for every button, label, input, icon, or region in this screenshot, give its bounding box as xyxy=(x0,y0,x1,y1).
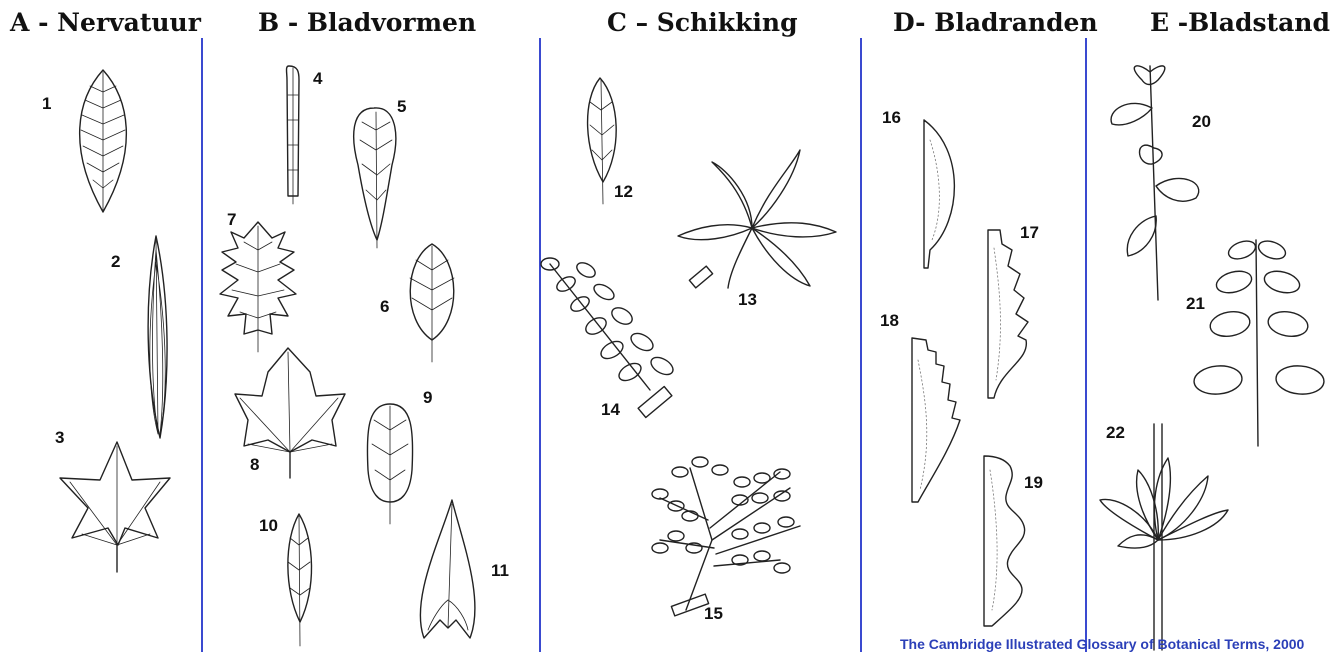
margin-17-dentate xyxy=(988,230,1028,398)
label-3: 3 xyxy=(55,428,64,448)
leaf-9-oblong xyxy=(367,404,412,524)
margin-18-serrate xyxy=(912,338,960,502)
margin-19-sinuate xyxy=(984,456,1025,626)
label-8: 8 xyxy=(250,455,259,475)
phyllotaxy-21-opposite xyxy=(1193,238,1325,446)
source-credit: The Cambridge Illustrated Glossary of Bo… xyxy=(900,636,1304,652)
label-10: 10 xyxy=(259,516,278,536)
leaf-11-sagittate xyxy=(420,500,475,638)
label-19: 19 xyxy=(1024,473,1043,493)
margin-16-entire xyxy=(924,120,954,268)
label-7: 7 xyxy=(227,210,236,230)
label-16: 16 xyxy=(882,108,901,128)
label-9: 9 xyxy=(423,388,432,408)
leaf-7-pinnatifid xyxy=(220,222,296,352)
label-22: 22 xyxy=(1106,423,1125,443)
leaf-2-parallel-venation xyxy=(148,236,167,438)
phyllotaxy-22-whorled xyxy=(1100,424,1228,650)
label-1: 1 xyxy=(42,94,51,114)
label-14: 14 xyxy=(601,400,620,420)
label-21: 21 xyxy=(1186,294,1205,314)
leaf-4-linear xyxy=(287,66,300,204)
label-4: 4 xyxy=(313,69,322,89)
label-12: 12 xyxy=(614,182,633,202)
leaf-15-bipinnately-compound xyxy=(652,457,800,616)
label-13: 13 xyxy=(738,290,757,310)
leaf-13-palmately-compound xyxy=(678,150,836,288)
label-6: 6 xyxy=(380,297,389,317)
label-17: 17 xyxy=(1020,223,1039,243)
label-15: 15 xyxy=(704,604,723,624)
leaf-14-pinnately-compound xyxy=(541,258,676,418)
leaf-10-lanceolate xyxy=(288,514,312,646)
phyllotaxy-20-alternate xyxy=(1111,66,1199,300)
leaf-1-pinnate-venation xyxy=(80,70,127,212)
label-2: 2 xyxy=(111,252,120,272)
leaf-5-obovate xyxy=(354,108,396,248)
label-18: 18 xyxy=(880,311,899,331)
leaf-3-palmate-venation xyxy=(60,442,170,572)
label-5: 5 xyxy=(397,97,406,117)
leaf-12-simple xyxy=(588,78,617,204)
label-20: 20 xyxy=(1192,112,1211,132)
label-11: 11 xyxy=(491,561,509,581)
leaf-6-ovate xyxy=(410,244,454,362)
